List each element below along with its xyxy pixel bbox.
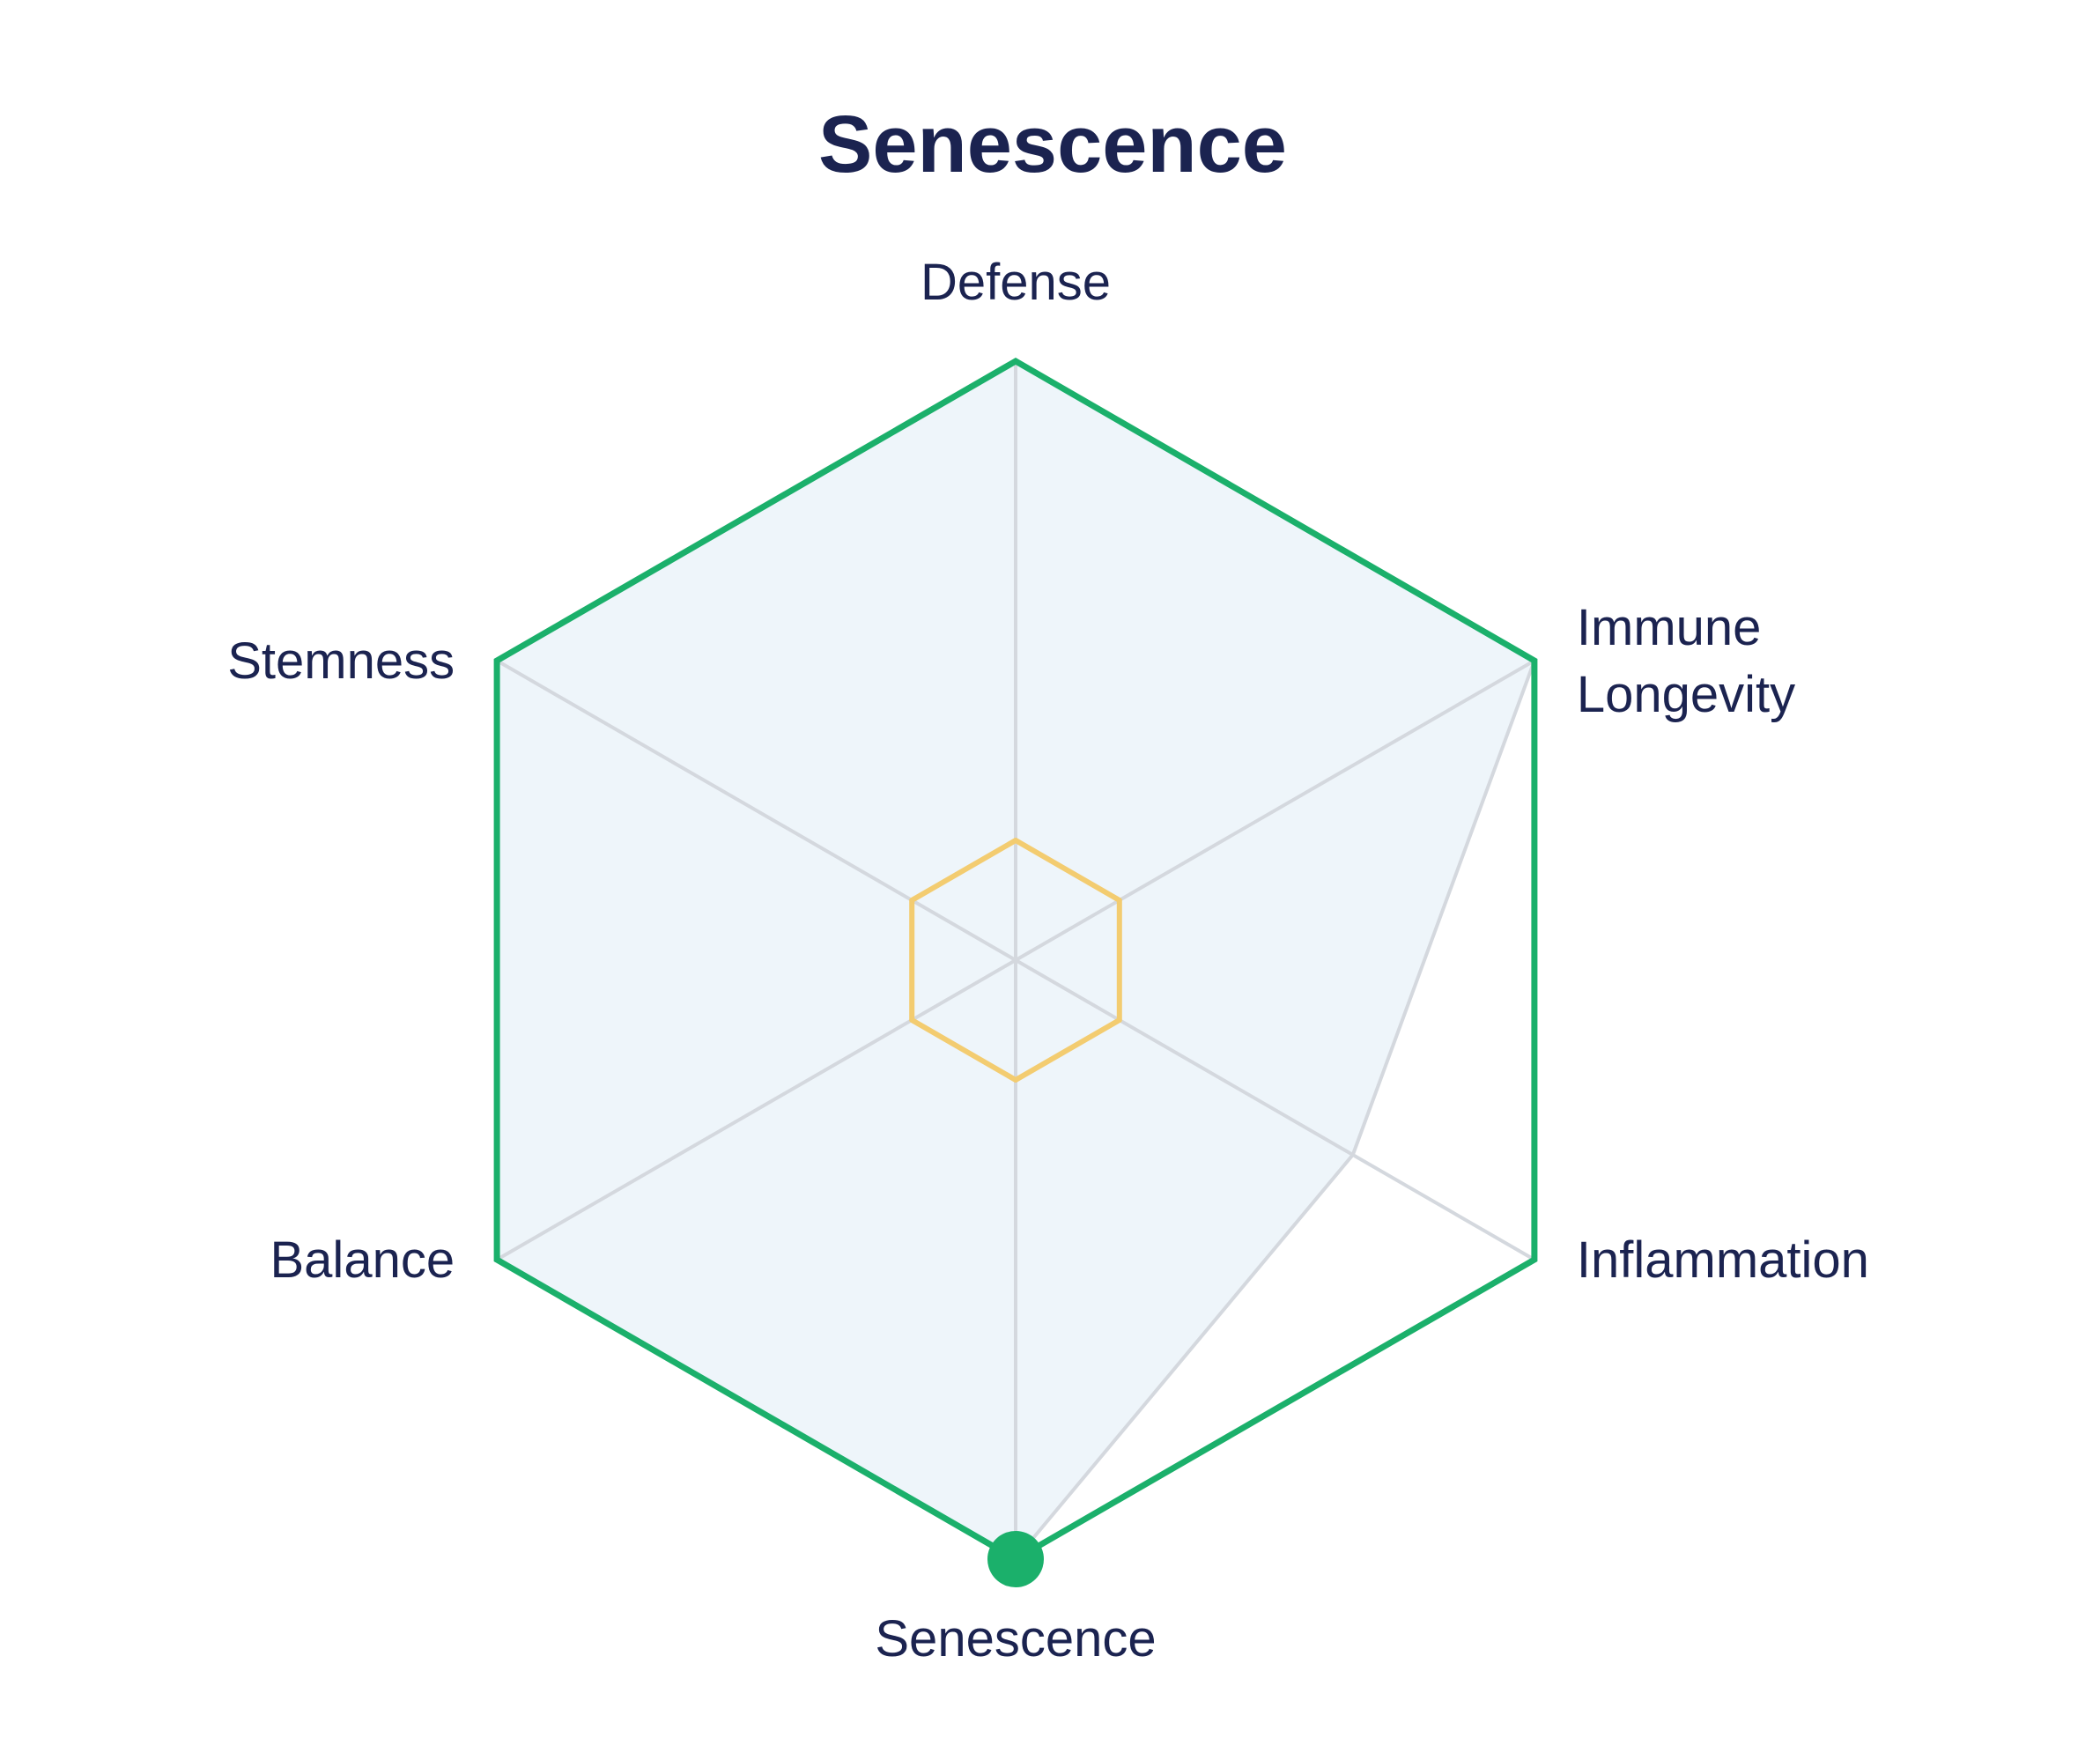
axis-label-inflammation: Inflammation — [1577, 1231, 1869, 1289]
spoke-balance — [496, 958, 1017, 1261]
axis-label-defense-line-0: Defense — [921, 254, 1111, 311]
axis-label-inflammation-line-0: Inflammation — [1577, 1231, 1869, 1289]
axis-label-stemness-line-0: Stemness — [227, 632, 455, 690]
spoke-stemness — [496, 659, 1017, 962]
axis-label-stemness: Stemness — [227, 632, 455, 690]
axis-label-defense: Defense — [921, 254, 1111, 311]
axis-label-immune_longevity-line-0: Immune — [1577, 599, 1762, 656]
inner-ring-layer — [909, 838, 1122, 1083]
highlight-marker — [987, 1531, 1044, 1587]
marker-layer — [987, 1531, 1044, 1587]
axis-label-balance: Balance — [270, 1231, 455, 1289]
inner-ring — [909, 838, 1122, 1083]
axis-label-senescence: Senescence — [875, 1610, 1156, 1667]
chart-title: Senescence — [818, 100, 1287, 189]
spokes-layer — [496, 361, 1535, 1559]
axis-label-immune_longevity-line-1: Longevity — [1577, 666, 1795, 723]
axis-label-balance-line-0: Balance — [270, 1231, 455, 1289]
axis-label-senescence-line-0: Senescence — [875, 1610, 1156, 1667]
spoke-immune_longevity — [1015, 659, 1535, 962]
spoke-inflammation — [1015, 958, 1535, 1261]
